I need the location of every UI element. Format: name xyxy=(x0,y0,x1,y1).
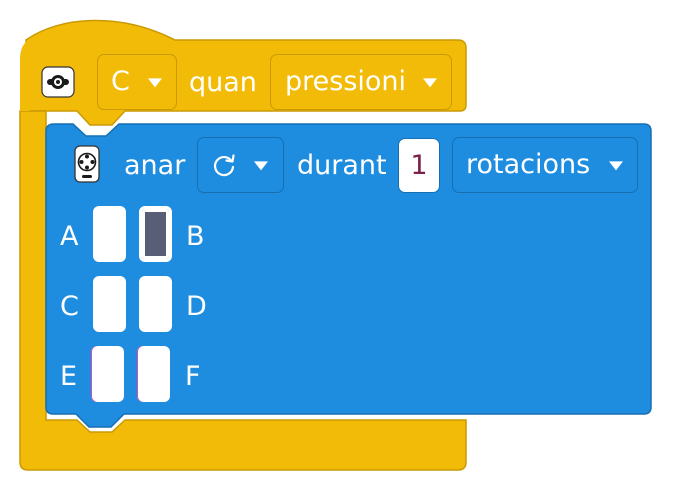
chevron-down-icon xyxy=(148,78,162,88)
chevron-down-icon xyxy=(609,161,623,171)
chevron-down-icon xyxy=(423,78,437,88)
amount-input[interactable]: 1 xyxy=(398,138,440,193)
port-e-toggle[interactable] xyxy=(91,346,124,402)
hub-button-value: C xyxy=(111,65,130,97)
event-value: pressioni xyxy=(285,65,407,97)
port-d-toggle[interactable] xyxy=(139,276,172,332)
port-label-a: A xyxy=(60,221,79,252)
unit-dropdown[interactable]: rotacions xyxy=(452,137,638,193)
port-b-toggle[interactable] xyxy=(139,206,172,262)
port-label-c: C xyxy=(60,291,79,322)
chevron-down-icon xyxy=(254,161,268,171)
when-label: quan xyxy=(189,67,257,98)
amount-value: 1 xyxy=(410,149,428,181)
hub-button-icon xyxy=(41,66,75,98)
hub-button-dropdown[interactable]: C xyxy=(97,54,177,110)
rotate-clockwise-icon xyxy=(214,154,235,177)
duration-label: durant xyxy=(297,150,387,181)
direction-dropdown[interactable] xyxy=(197,137,284,193)
port-label-d: D xyxy=(186,291,207,322)
unit-value: rotacions xyxy=(466,148,591,180)
action-label: anar xyxy=(124,150,186,181)
hat-block-bottom[interactable] xyxy=(19,110,467,471)
event-dropdown[interactable]: pressioni xyxy=(270,54,452,110)
port-a-toggle[interactable] xyxy=(93,206,126,262)
motion-block-shape[interactable] xyxy=(45,123,652,428)
port-c-toggle[interactable] xyxy=(93,276,126,332)
drive-base-icon xyxy=(72,144,102,184)
port-f-toggle[interactable] xyxy=(137,346,170,402)
port-label-f: F xyxy=(185,361,201,392)
port-label-b: B xyxy=(186,221,205,252)
port-label-e: E xyxy=(60,361,78,392)
